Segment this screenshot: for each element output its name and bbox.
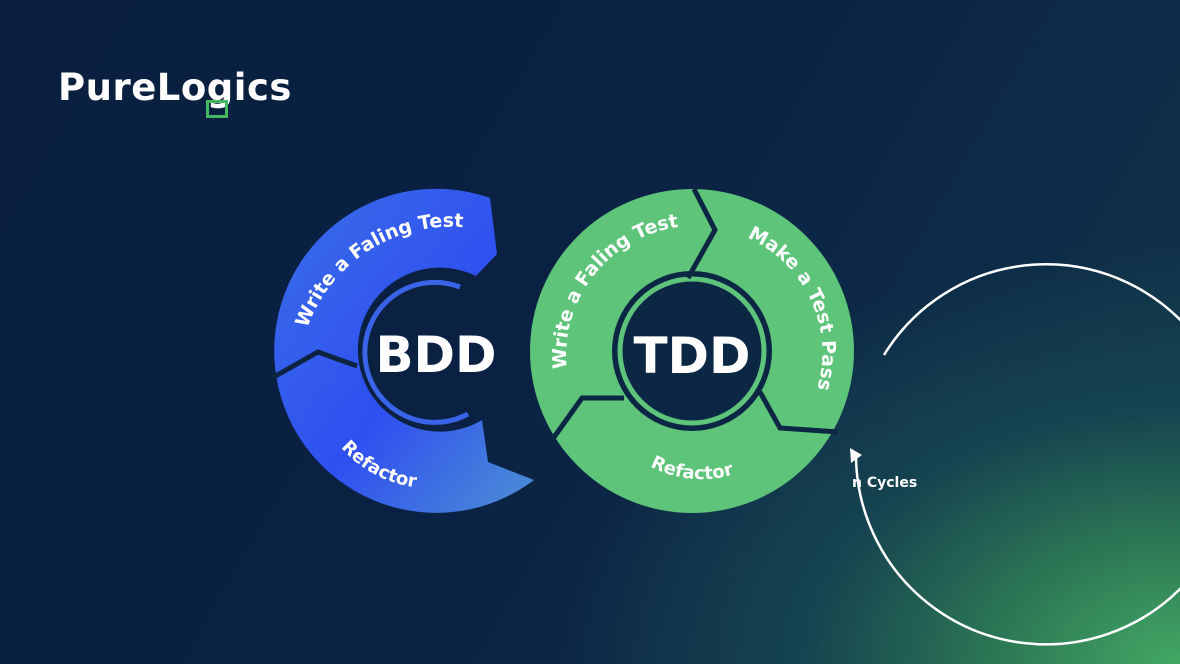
bdd-cycle: Write a Faling Test Refactor BDD bbox=[270, 188, 534, 513]
tdd-inner-cutout bbox=[612, 271, 772, 431]
tdd-divider-left bbox=[549, 395, 624, 442]
n-cycles-label: n Cycles bbox=[852, 475, 918, 491]
logo-square-mark bbox=[206, 100, 228, 118]
bdd-inner-outline bbox=[362, 279, 470, 425]
logo-wordmark: PureLogics bbox=[58, 66, 292, 109]
tdd-divider-right bbox=[757, 390, 839, 435]
bdd-title: BDD bbox=[375, 326, 496, 384]
cycles-arrow-icon bbox=[850, 448, 862, 463]
tdd-divider-top bbox=[685, 187, 718, 280]
tdd-cycle: Write a Faling Test Make a Test Pass Ref… bbox=[530, 187, 854, 513]
n-cycles-loop bbox=[850, 263, 1180, 646]
cycles-outer-circle bbox=[854, 263, 1180, 646]
bdd-segment-divider bbox=[270, 349, 358, 381]
purelogics-logo: PureLogics bbox=[58, 64, 291, 128]
bdd-ring bbox=[274, 188, 534, 513]
tdd-inner-outline bbox=[617, 276, 767, 426]
tdd-title: TDD bbox=[633, 327, 750, 385]
